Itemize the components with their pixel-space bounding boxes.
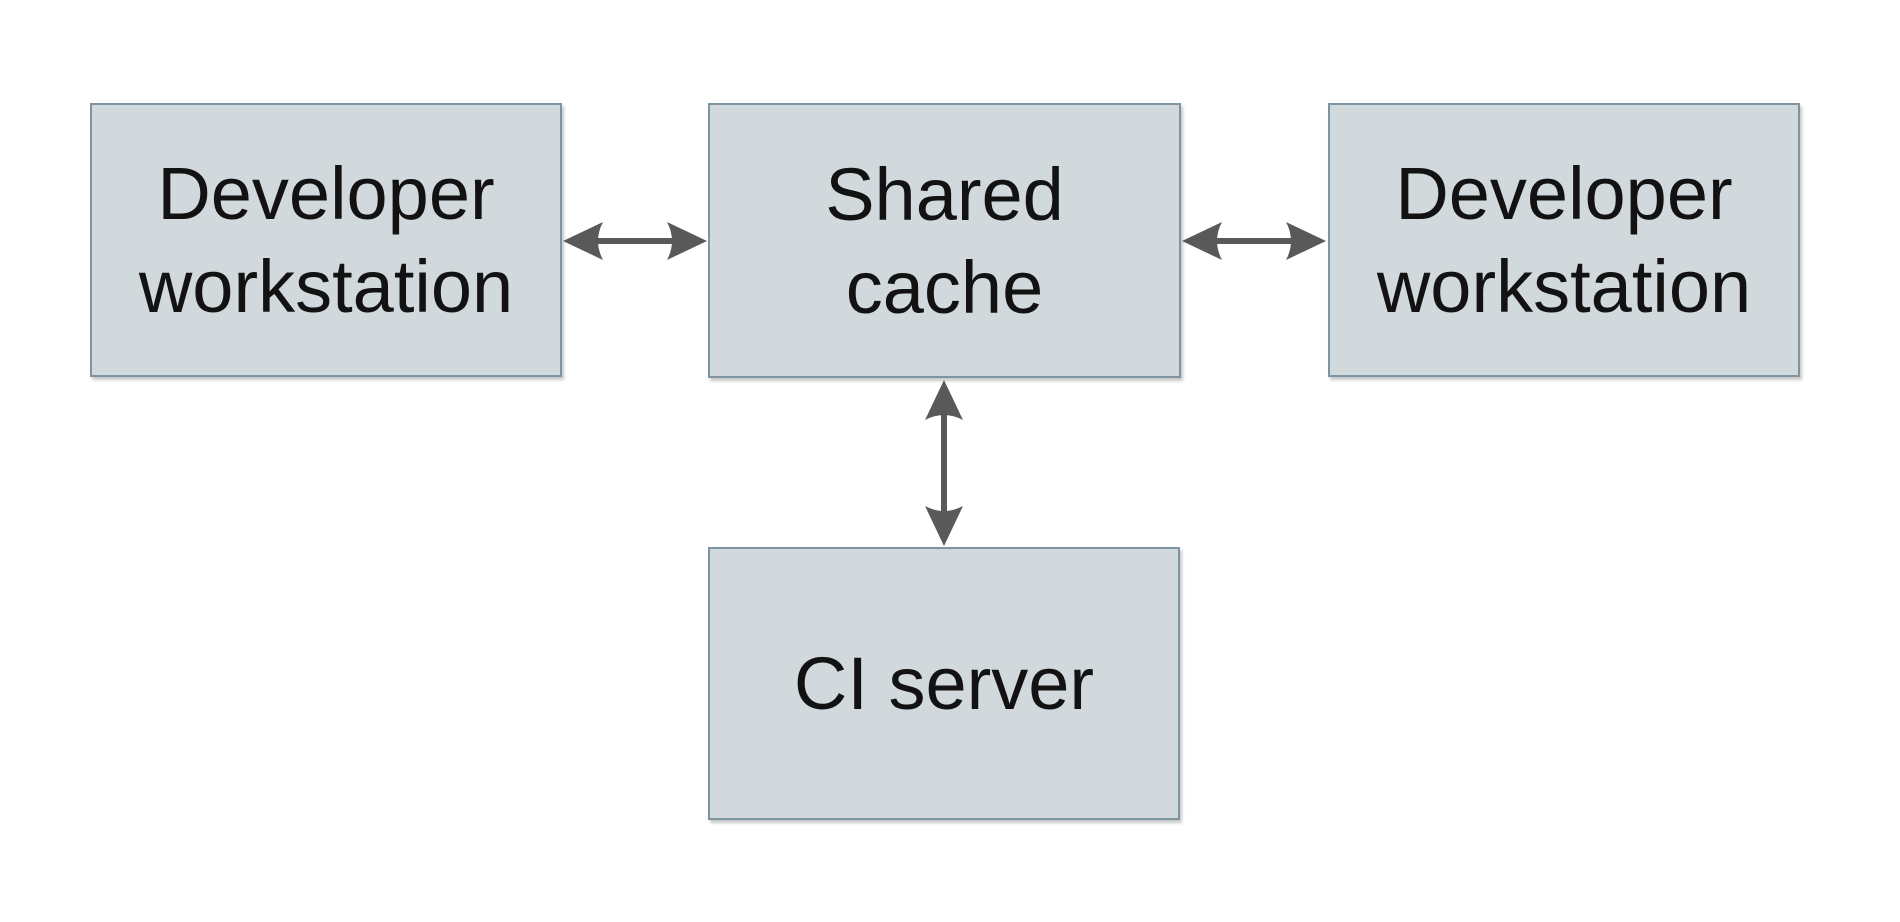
node-developer-workstation-right: Developer workstation xyxy=(1328,103,1800,377)
node-label: Developer workstation xyxy=(138,152,514,328)
node-label: Shared cache xyxy=(825,152,1064,329)
node-ci-server: CI server xyxy=(708,547,1180,820)
bidirectional-arrow-icon-vertical xyxy=(922,379,966,547)
node-shared-cache: Shared cache xyxy=(708,103,1181,378)
bidirectional-arrow-icon-right xyxy=(1181,219,1327,263)
bidirectional-arrow-icon-left xyxy=(562,219,708,263)
node-label: CI server xyxy=(793,642,1095,725)
node-label: Developer workstation xyxy=(1376,152,1752,328)
node-developer-workstation-left: Developer workstation xyxy=(90,103,562,377)
